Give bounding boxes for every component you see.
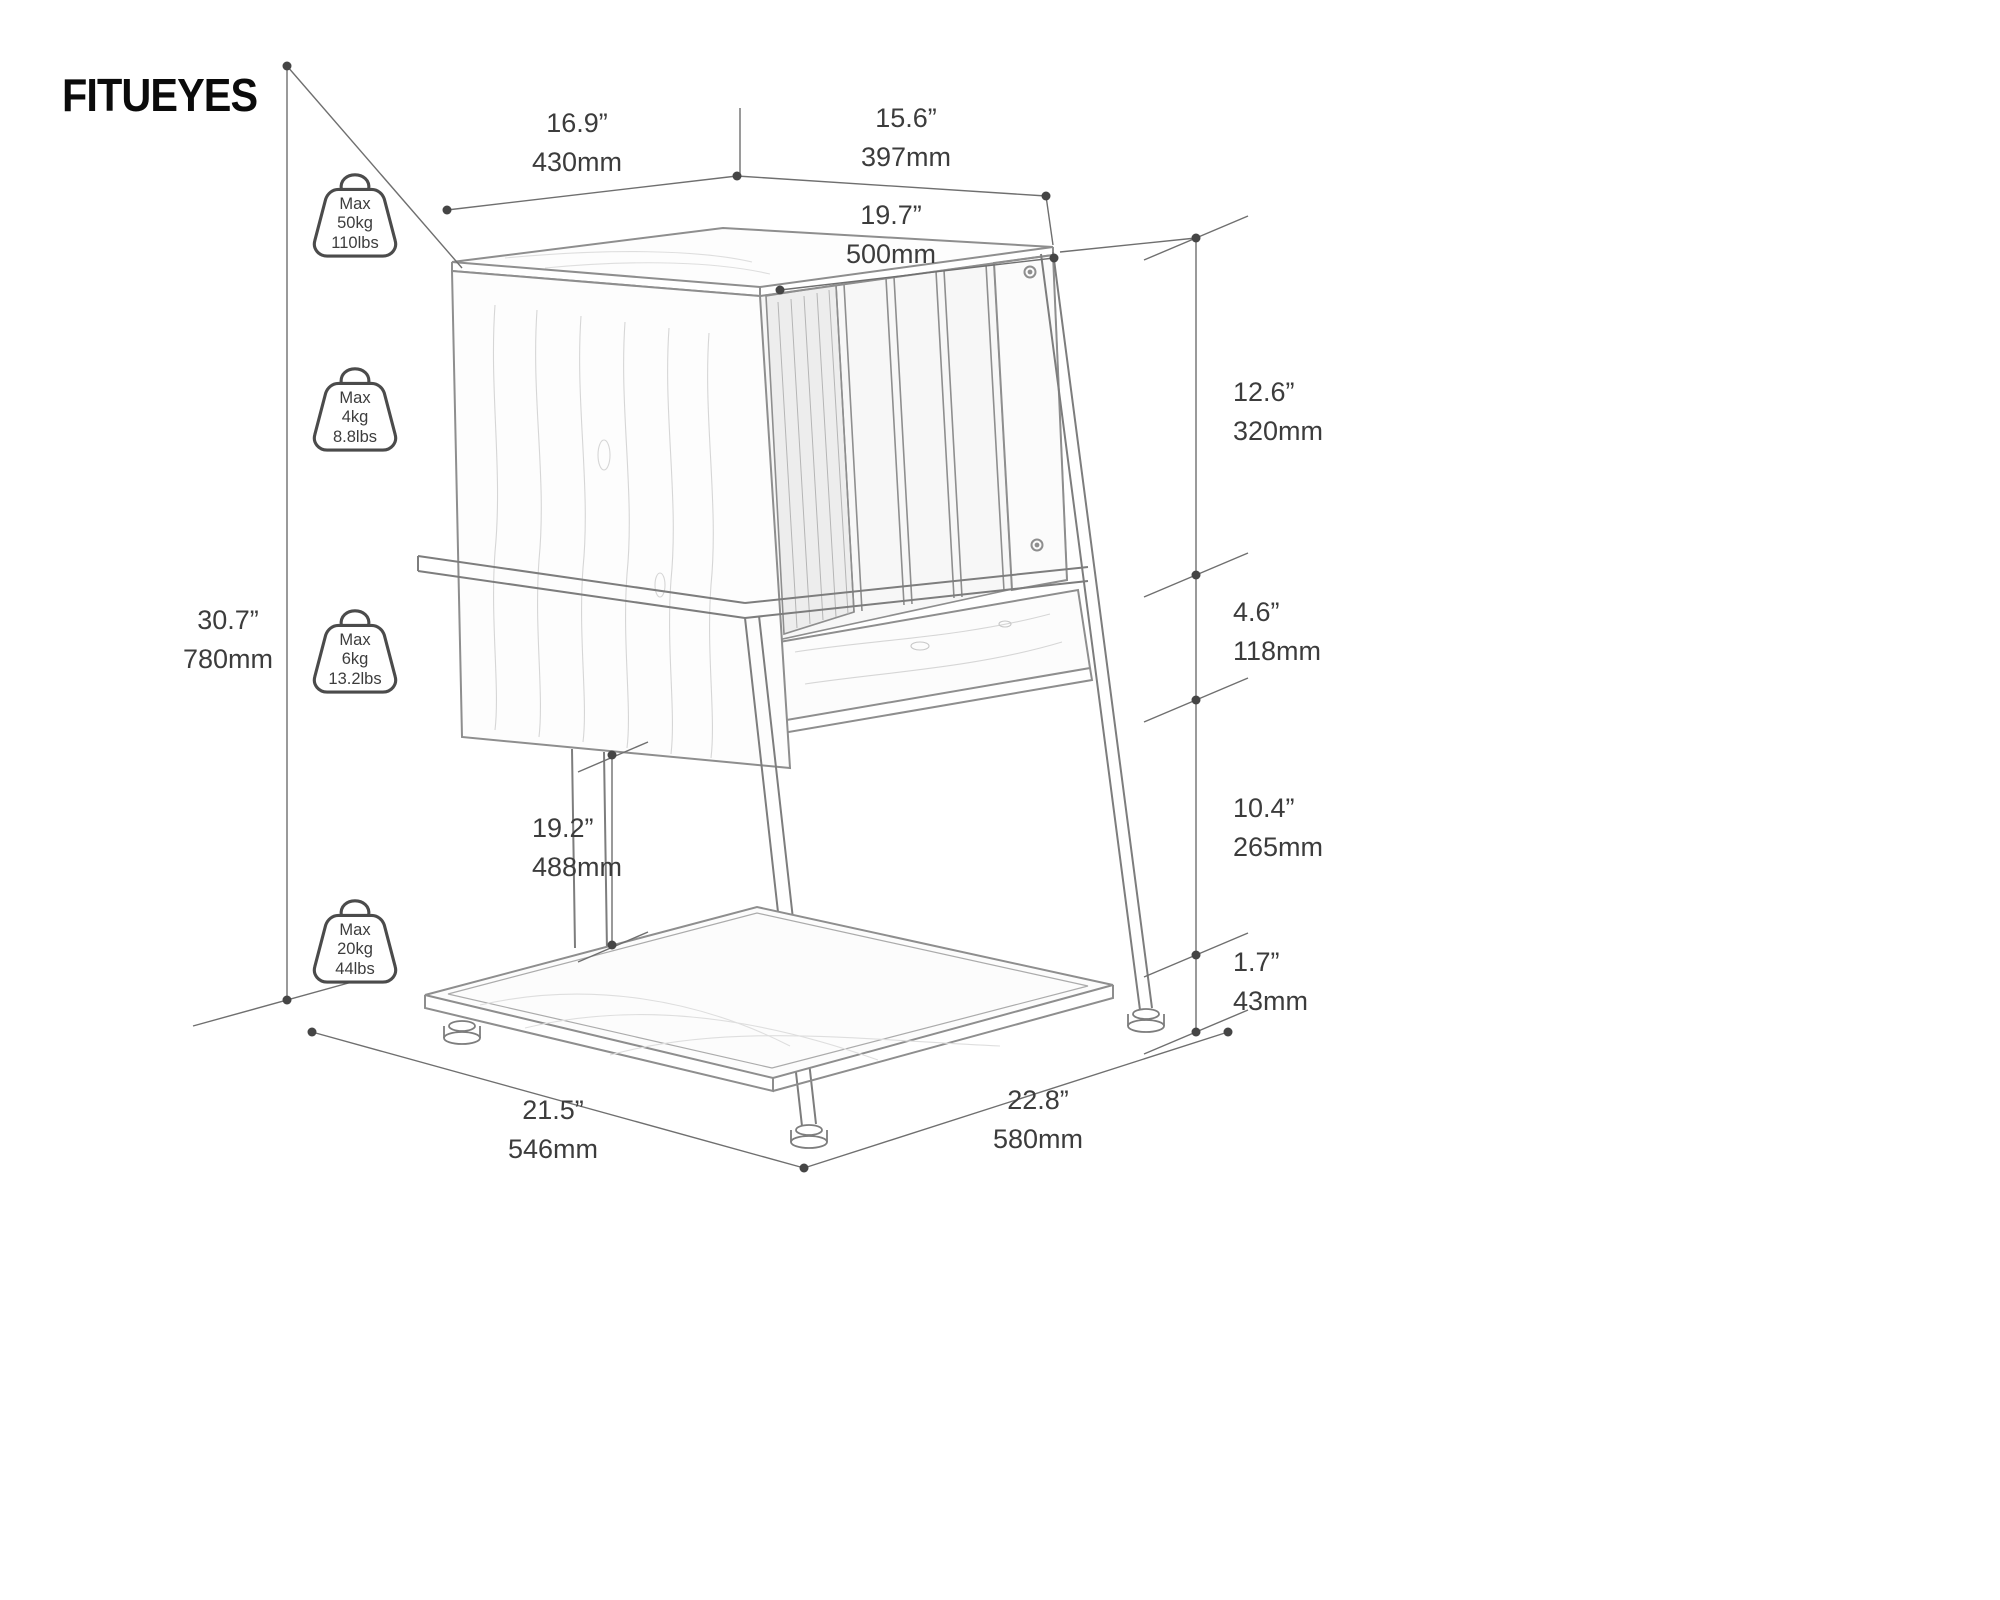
dimension-dots — [282, 61, 1233, 1173]
weight-capacity-text: Max 6kg 13.2lbs — [306, 631, 404, 689]
weight-capacity-badge-cabinet: Max 4kg 8.8lbs — [306, 360, 404, 452]
screw-icon — [1023, 265, 1037, 279]
weight-capacity-text: Max 20kg 44lbs — [306, 921, 404, 979]
dim-pole-height-label: 19.2” 488mm — [532, 809, 622, 887]
weight-lbs-value: 110lbs — [331, 233, 379, 252]
dim-shelf-gap-label: 4.6” 118mm — [1233, 593, 1321, 671]
weight-kg-value: 20kg — [337, 940, 373, 959]
record-dividers — [759, 254, 1068, 641]
leveling-feet — [443, 1008, 1165, 1149]
weight-max-label: Max — [339, 631, 371, 649]
dim-overall-height-label: 30.7” 780mm — [183, 601, 273, 679]
brand-logo: FITUEYES — [62, 69, 258, 121]
dim-base-depth-label: 22.8” 580mm — [993, 1081, 1083, 1159]
dim-mm: 397mm — [860, 142, 952, 172]
dim-inches: 30.7” — [197, 604, 259, 635]
dim-mm: 780mm — [182, 644, 274, 674]
dim-foot-height-label: 1.7” 43mm — [1233, 943, 1308, 1021]
weight-max-label: Max — [339, 195, 371, 213]
dim-mm: 488mm — [532, 852, 623, 882]
dim-mm: 43mm — [1233, 986, 1309, 1016]
dim-inches: 15.6” — [875, 102, 937, 133]
dim-upper-height-label: 12.6” 320mm — [1233, 373, 1323, 451]
dim-inches: 12.6” — [1233, 376, 1295, 407]
dim-mm: 546mm — [507, 1134, 599, 1164]
weight-kg-value: 6kg — [341, 650, 369, 669]
dim-top-width-label: 16.9” 430mm — [532, 104, 622, 182]
weight-kg-value: 50kg — [337, 214, 373, 233]
weight-max-label: Max — [339, 921, 371, 939]
wood-grain — [492, 304, 714, 759]
wood-grain — [479, 993, 1001, 1061]
weight-icon — [312, 899, 398, 984]
rear-right-leg — [1040, 251, 1153, 1011]
weight-lbs-value: 8.8lbs — [332, 427, 378, 446]
dim-inches: 22.8” — [1007, 1084, 1069, 1115]
dim-base-width-label: 21.5” 546mm — [508, 1091, 598, 1169]
weight-lbs-value: 44lbs — [335, 959, 375, 978]
weight-icon — [312, 367, 398, 452]
dim-mm: 118mm — [1233, 636, 1322, 666]
dim-inches: 21.5” — [522, 1094, 584, 1125]
weight-lbs-value: 13.2lbs — [328, 669, 382, 688]
dim-mm: 320mm — [1233, 416, 1324, 446]
dim-inches: 1.7” — [1233, 946, 1280, 977]
weight-capacity-text: Max 4kg 8.8lbs — [306, 389, 404, 447]
dim-inches: 16.9” — [546, 107, 608, 138]
dim-inches: 19.2” — [532, 812, 594, 843]
weight-kg-value: 4kg — [341, 408, 369, 427]
dimension-guides — [192, 61, 1249, 1173]
base-platform — [424, 905, 1114, 1093]
left-side-panel — [450, 269, 792, 770]
dim-mm: 500mm — [845, 239, 937, 269]
dim-inches: 10.4” — [1233, 792, 1295, 823]
weight-icon — [312, 609, 398, 694]
dim-top-depth-label: 15.6” 397mm — [861, 99, 951, 177]
screw-icon — [1030, 538, 1044, 552]
support-pole — [571, 748, 608, 952]
dim-mm: 265mm — [1233, 832, 1324, 862]
dim-inches: 4.6” — [1233, 596, 1280, 627]
weight-capacity-badge-shelf: Max 6kg 13.2lbs — [306, 602, 404, 694]
weight-max-label: Max — [339, 389, 371, 407]
weight-icon — [312, 173, 398, 258]
weight-capacity-text: Max 50kg 110lbs — [306, 195, 404, 253]
dim-mm: 580mm — [992, 1124, 1084, 1154]
dim-inches: 19.7” — [860, 199, 922, 230]
dim-mm: 430mm — [531, 147, 623, 177]
weight-capacity-badge-base: Max 20kg 44lbs — [306, 892, 404, 984]
weight-capacity-badge-top: Max 50kg 110lbs — [306, 166, 404, 258]
dim-lower-height-label: 10.4” 265mm — [1233, 789, 1323, 867]
dim-inner-depth-label: 19.7” 500mm — [846, 196, 936, 274]
